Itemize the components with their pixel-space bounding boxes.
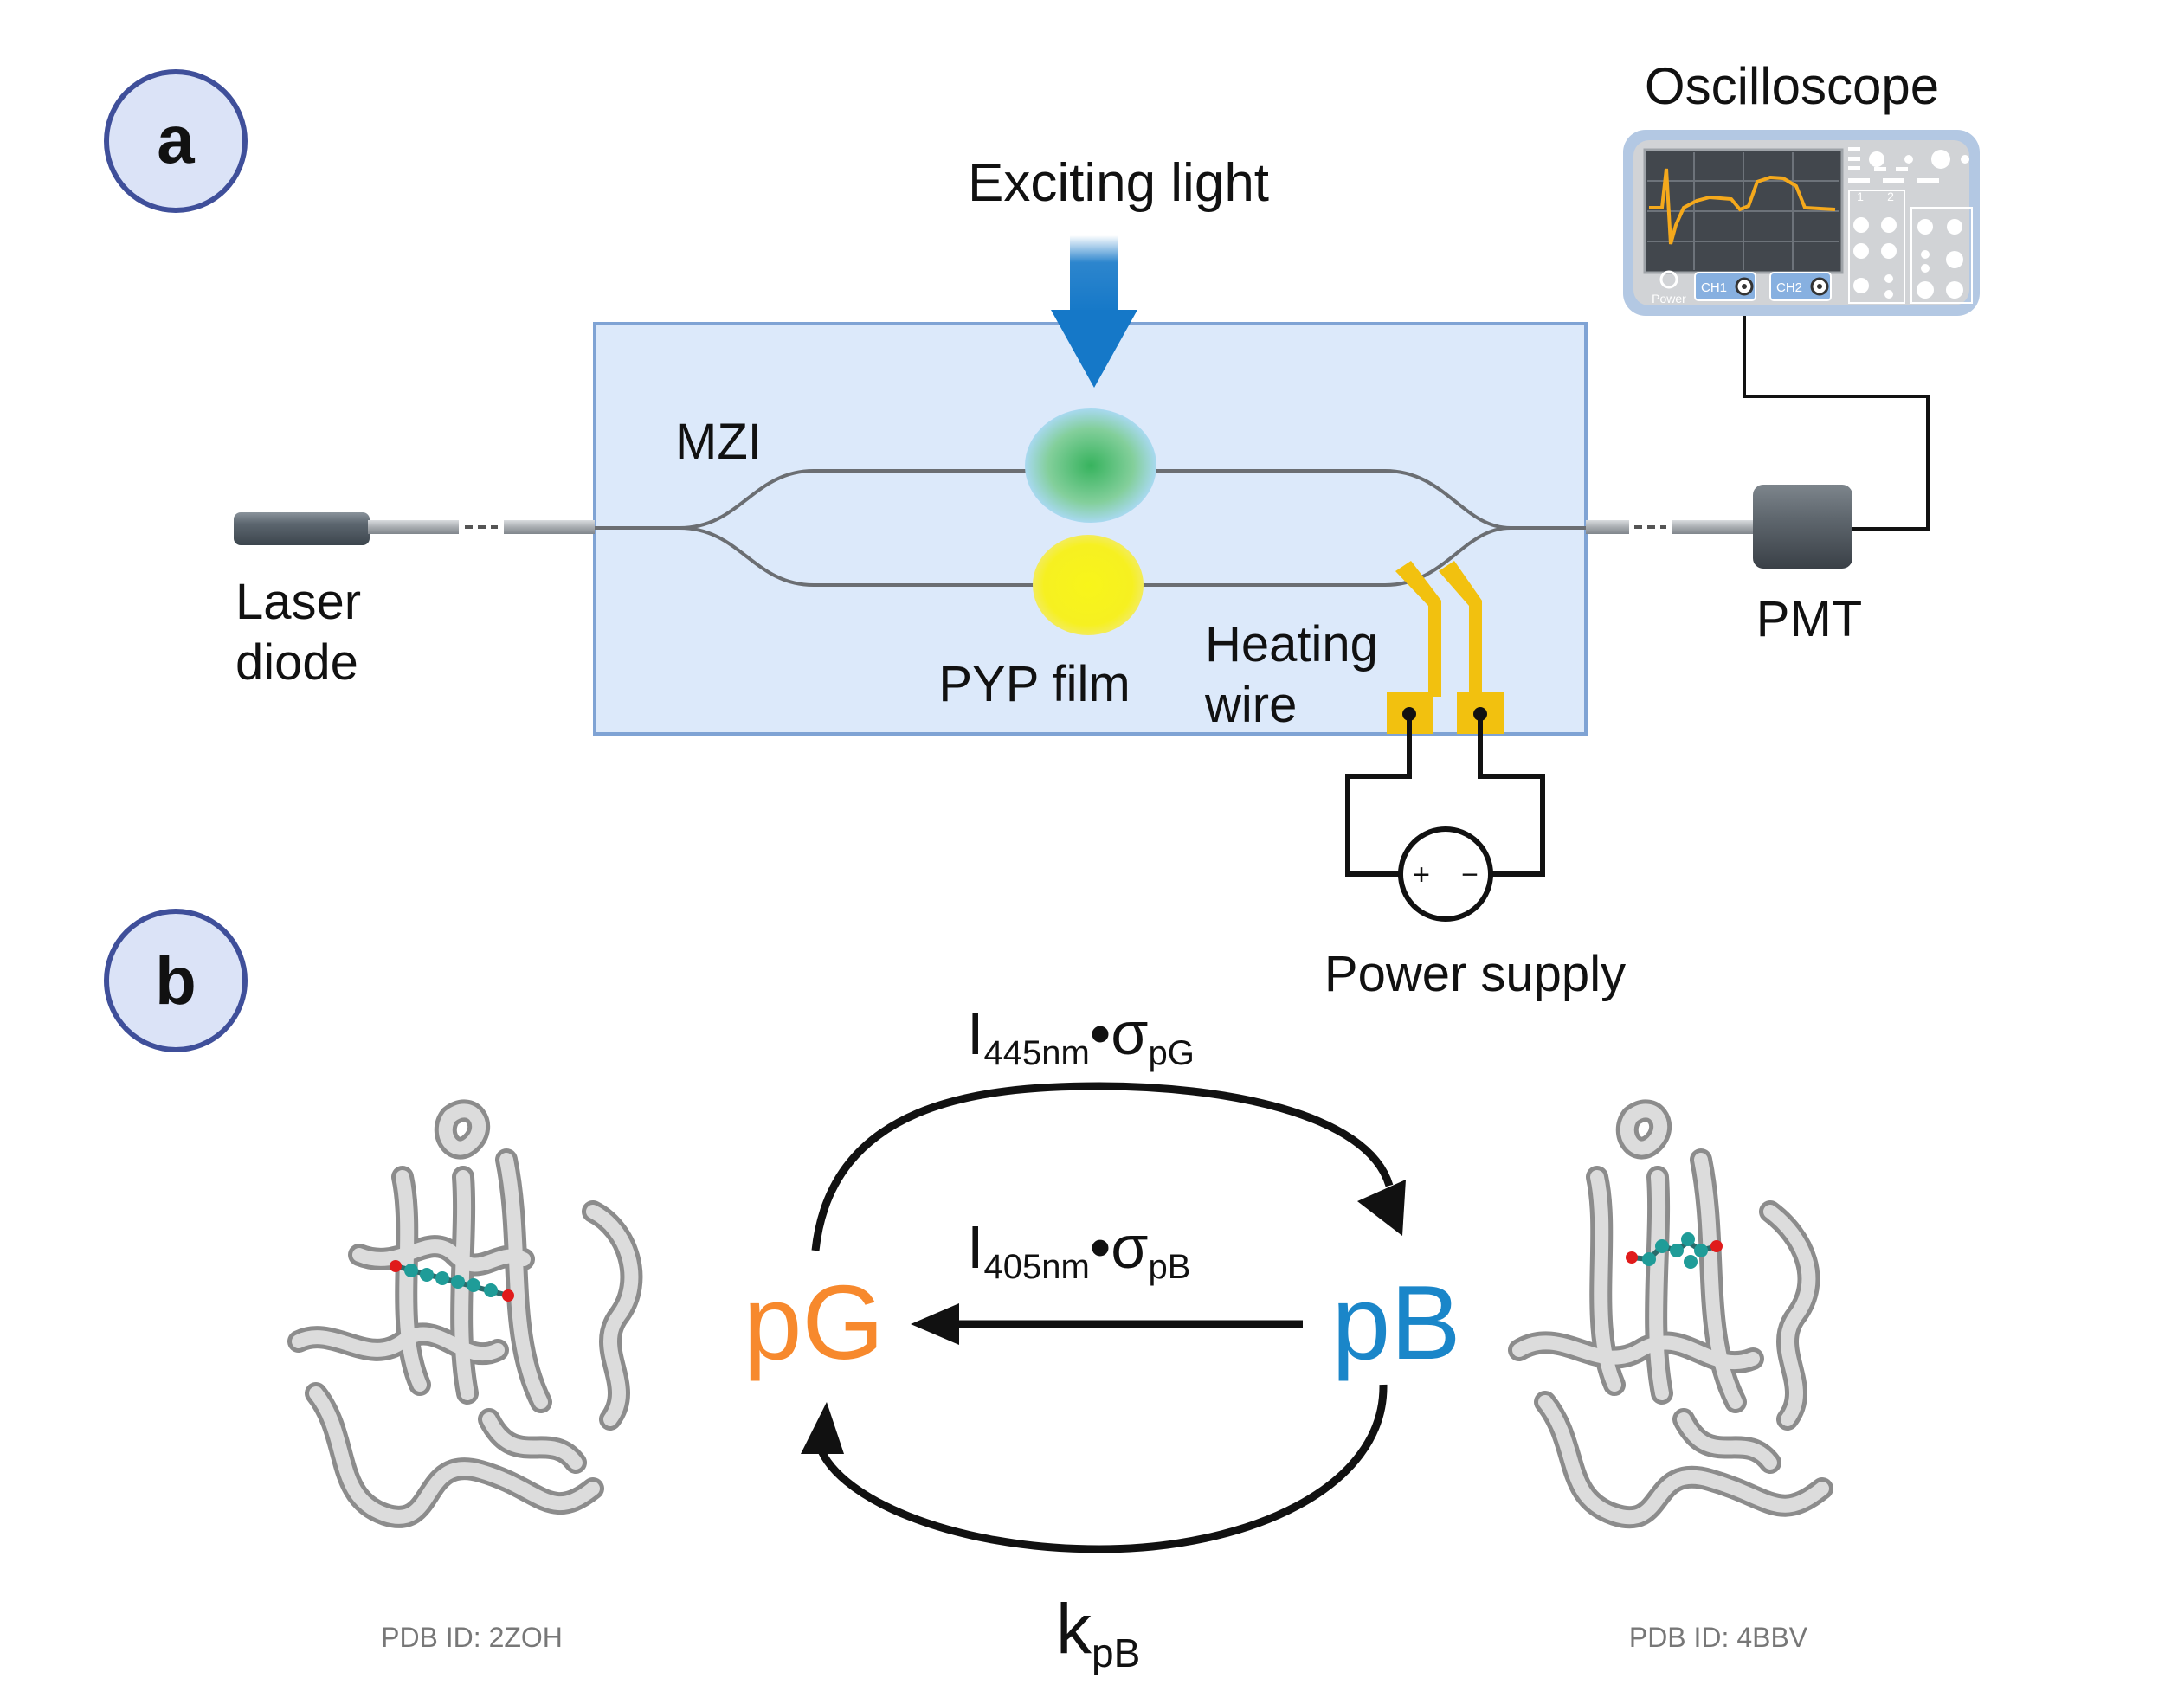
output-fiber	[1586, 520, 1755, 534]
oscilloscope-ch1-label: CH1	[1701, 280, 1727, 295]
oscilloscope-key-1: 1	[1857, 190, 1864, 203]
laser-diode-label-line1: Laser	[235, 574, 361, 630]
panel-b-badge	[104, 909, 248, 1052]
middle-transition-arrow	[911, 1303, 1303, 1345]
bottom-rate-label: kpB	[1056, 1590, 1140, 1675]
power-supply-minus: −	[1461, 859, 1479, 891]
middle-rate-label: I405nm•σpB	[967, 1213, 1190, 1286]
heating-wire-label-line2: wire	[1204, 677, 1297, 733]
oscilloscope-icon: 1 2 Power CH1 CH2	[1623, 130, 1980, 316]
pb-state-label: pB	[1331, 1264, 1460, 1381]
pg-state-label: pG	[744, 1264, 885, 1381]
oscilloscope-ch2-label: CH2	[1776, 280, 1802, 295]
pmt-label: PMT	[1756, 591, 1862, 647]
mzi-waveguide	[595, 469, 1586, 587]
pg-chromophore	[390, 1260, 514, 1302]
exciting-light-arrow-icon	[1051, 235, 1137, 388]
panel-a: a Exciting light MZI Laser diode	[104, 57, 1980, 1002]
pb-protein-structure-icon	[1508, 1099, 1833, 1529]
power-supply-circuit	[1345, 714, 1545, 922]
bottom-transition-arrow	[801, 1384, 1388, 1553]
top-rate-label: I445nm•σpG	[967, 1000, 1195, 1072]
power-supply-label: Power supply	[1324, 946, 1626, 1002]
exciting-light-spot	[1025, 408, 1156, 523]
pyp-film-spot	[1033, 535, 1144, 635]
panel-b-letter: b	[155, 942, 196, 1019]
laser-diode-icon	[234, 512, 595, 545]
pdb-right-label: PDB ID: 4BBV	[1629, 1622, 1808, 1653]
pb-chromophore	[1626, 1232, 1723, 1269]
laser-diode-label-line2: diode	[235, 634, 358, 691]
oscilloscope-power-label: Power	[1652, 292, 1686, 305]
top-transition-arrow	[811, 1082, 1406, 1251]
panel-a-badge	[104, 69, 248, 213]
exciting-light-label: Exciting light	[968, 153, 1269, 213]
mzi-chip	[593, 322, 1588, 736]
heating-wire-icon	[1387, 561, 1504, 734]
pg-protein-structure-icon	[287, 1099, 643, 1528]
heating-wire-label-line1: Heating	[1205, 616, 1378, 672]
power-supply-plus: +	[1413, 859, 1430, 891]
panel-b: b pG pB I445nm•σpG I405nm•σpB kpB	[104, 909, 1833, 1675]
mzi-label: MZI	[675, 414, 762, 470]
pmt-to-oscilloscope-cable	[1743, 293, 1930, 531]
panel-a-letter: a	[157, 101, 195, 177]
oscilloscope-key-2: 2	[1887, 190, 1894, 203]
pyp-film-label: PYP film	[938, 656, 1130, 712]
oscilloscope-label: Oscilloscope	[1645, 57, 1939, 115]
pmt-icon	[1753, 485, 1852, 569]
pdb-left-label: PDB ID: 2ZOH	[381, 1622, 563, 1653]
